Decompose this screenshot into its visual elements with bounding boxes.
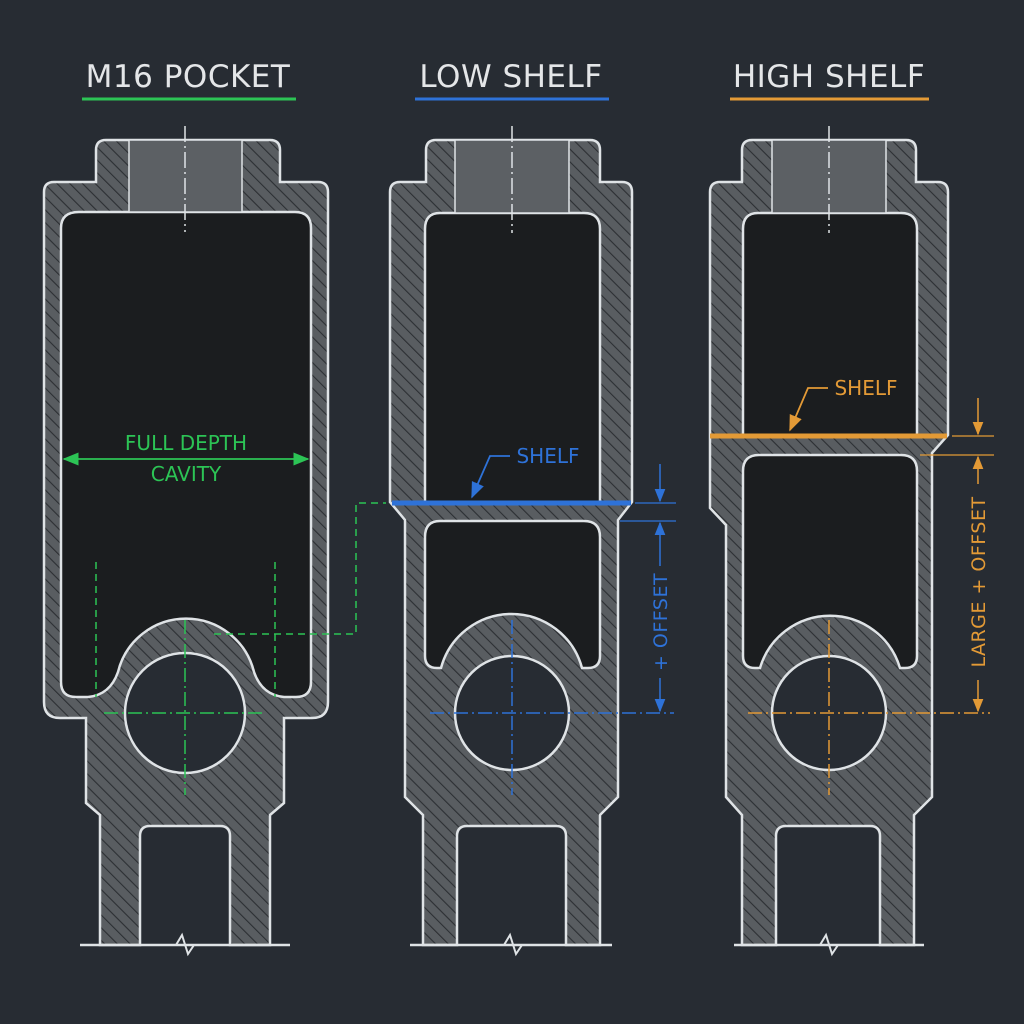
threaded-bore (454, 139, 570, 214)
panel-title: M16 POCKET (86, 59, 291, 95)
shelf-projection-leader (214, 502, 386, 635)
threaded-bore (771, 139, 887, 214)
upper-cavity (741, 211, 919, 437)
offset-label-gap (648, 566, 672, 678)
threaded-bore (128, 139, 243, 213)
large-offset-dimension-label: LARGE + OFFSET (968, 496, 990, 667)
shelf-leader-arrow (789, 387, 828, 432)
lower-cavity (423, 519, 602, 670)
panel-title: LOW SHELF (419, 59, 602, 95)
shelf-label: SHELF (834, 376, 897, 400)
panel-high-shelf: HIGH SHELF SHELF LARGE + OFFSET (708, 59, 994, 957)
panel-title: HIGH SHELF (733, 59, 925, 95)
panel-m16-pocket: M16 POCKET FULL DEPTH CAVITY (42, 59, 386, 957)
panel-low-shelf: LOW SHELF SHELF + OFFSET (388, 59, 676, 957)
shelf-leader-arrow (471, 455, 510, 499)
cavity-annotation-line-2: CAVITY (151, 462, 222, 486)
offset-dimension-label: + OFFSET (650, 573, 672, 671)
lower-cavity (741, 453, 919, 670)
shelf-label: SHELF (516, 444, 579, 468)
large-offset-label-gap (966, 484, 990, 680)
cavity-annotation-line-1: FULL DEPTH (125, 431, 247, 455)
